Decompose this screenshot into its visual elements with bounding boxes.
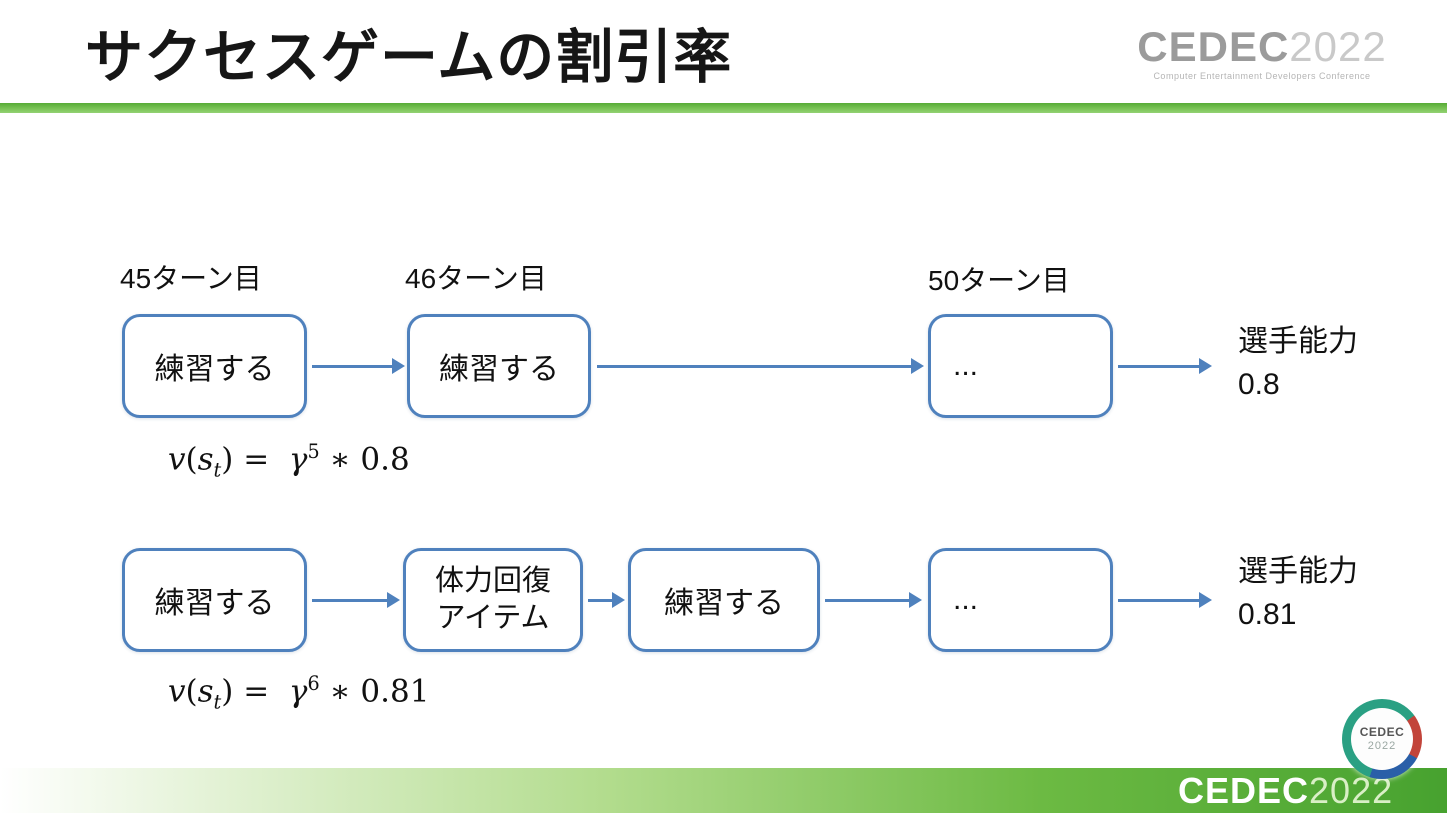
- arrow-shaft: [597, 364, 911, 368]
- formula-part: (: [185, 441, 198, 478]
- cedec-round-badge: CEDEC 2022: [1342, 699, 1422, 779]
- formula-gamma: γ: [288, 673, 308, 710]
- arrow-shaft: [312, 364, 392, 368]
- header-logo-tagline: Computer Entertainment Developers Confer…: [1153, 71, 1371, 81]
- flow-box-row2-recovery-item: 体力回復 アイテム: [403, 548, 583, 652]
- formula-part: ∗ 0.81: [319, 673, 430, 710]
- flow-arrow: [825, 592, 922, 608]
- header-cedec-logo: CEDEC2022 Computer Entertainment Develop…: [1128, 26, 1396, 81]
- flow-arrow: [1118, 592, 1212, 608]
- box-text-line1: 体力回復: [434, 565, 551, 597]
- formula-part: s: [197, 673, 214, 710]
- formula-subscript: t: [213, 458, 222, 482]
- arrow-head-icon: [1199, 358, 1212, 374]
- arrow-shaft: [1118, 598, 1199, 602]
- arrow-head-icon: [612, 592, 625, 608]
- state-value-formula-row2: v(st) = γ6 ∗ 0.81: [168, 672, 429, 714]
- flow-box-row1-practice-1: 練習する: [122, 314, 307, 418]
- arrow-head-icon: [392, 358, 405, 374]
- flow-arrow: [1118, 358, 1212, 374]
- formula-part: ) =: [221, 673, 289, 710]
- footer-green-bar: [0, 768, 1447, 813]
- footer-cedec-logo: CEDEC2022: [1178, 773, 1393, 809]
- arrow-shaft: [825, 598, 909, 602]
- arrow-head-icon: [909, 592, 922, 608]
- result-value: 0.8: [1238, 368, 1280, 401]
- formula-gamma: γ: [288, 441, 308, 478]
- formula-subscript: t: [213, 690, 222, 714]
- turn-label-45: 45ターン目: [120, 263, 262, 294]
- formula-exponent: 5: [307, 440, 320, 463]
- badge-year: 2022: [1367, 739, 1397, 752]
- badge-brand: CEDEC: [1359, 724, 1405, 739]
- badge-inner-circle: CEDEC 2022: [1351, 708, 1413, 770]
- formula-part: s: [197, 441, 214, 478]
- arrow-shaft: [1118, 364, 1199, 368]
- header-logo-year: 2022: [1289, 23, 1387, 70]
- formula-part: ∗ 0.8: [319, 441, 410, 478]
- slide-title: サクセスゲームの割引率: [85, 25, 733, 90]
- flow-box-row1-ellipsis: ...: [928, 314, 1113, 418]
- arrow-head-icon: [911, 358, 924, 374]
- flow-box-row2-practice-2: 練習する: [628, 548, 820, 652]
- turn-label-50: 50ターン目: [928, 265, 1070, 296]
- flow-arrow: [312, 592, 400, 608]
- arrow-shaft: [312, 598, 387, 602]
- header-logo-wordmark: CEDEC2022: [1128, 26, 1396, 68]
- header-logo-brand: CEDEC: [1137, 23, 1290, 70]
- title-divider-line: [0, 103, 1447, 113]
- arrow-shaft: [588, 598, 612, 602]
- flow-box-row2-ellipsis: ...: [928, 548, 1113, 652]
- result-value: 0.81: [1238, 598, 1297, 631]
- result-label: 選手能力: [1238, 325, 1358, 358]
- arrow-head-icon: [387, 592, 400, 608]
- flow-arrow: [312, 358, 405, 374]
- state-value-formula-row1: v(st) = γ5 ∗ 0.8: [168, 440, 410, 482]
- formula-part: v: [168, 673, 186, 710]
- formula-exponent: 6: [307, 672, 320, 695]
- flow-box-row2-practice-1: 練習する: [122, 548, 307, 652]
- formula-part: (: [185, 673, 198, 710]
- result-label: 選手能力: [1238, 555, 1358, 588]
- result-row2: 選手能力 0.81: [1238, 550, 1358, 636]
- result-row1: 選手能力 0.8: [1238, 320, 1358, 406]
- turn-label-46: 46ターン目: [405, 263, 547, 294]
- box-text-line2: アイテム: [436, 602, 550, 634]
- flow-box-row1-practice-2: 練習する: [407, 314, 591, 418]
- footer-logo-brand: CEDEC: [1178, 770, 1310, 811]
- formula-part: v: [168, 441, 186, 478]
- flow-arrow-long: [597, 358, 924, 374]
- formula-part: ) =: [221, 441, 289, 478]
- arrow-head-icon: [1199, 592, 1212, 608]
- flow-arrow: [588, 592, 625, 608]
